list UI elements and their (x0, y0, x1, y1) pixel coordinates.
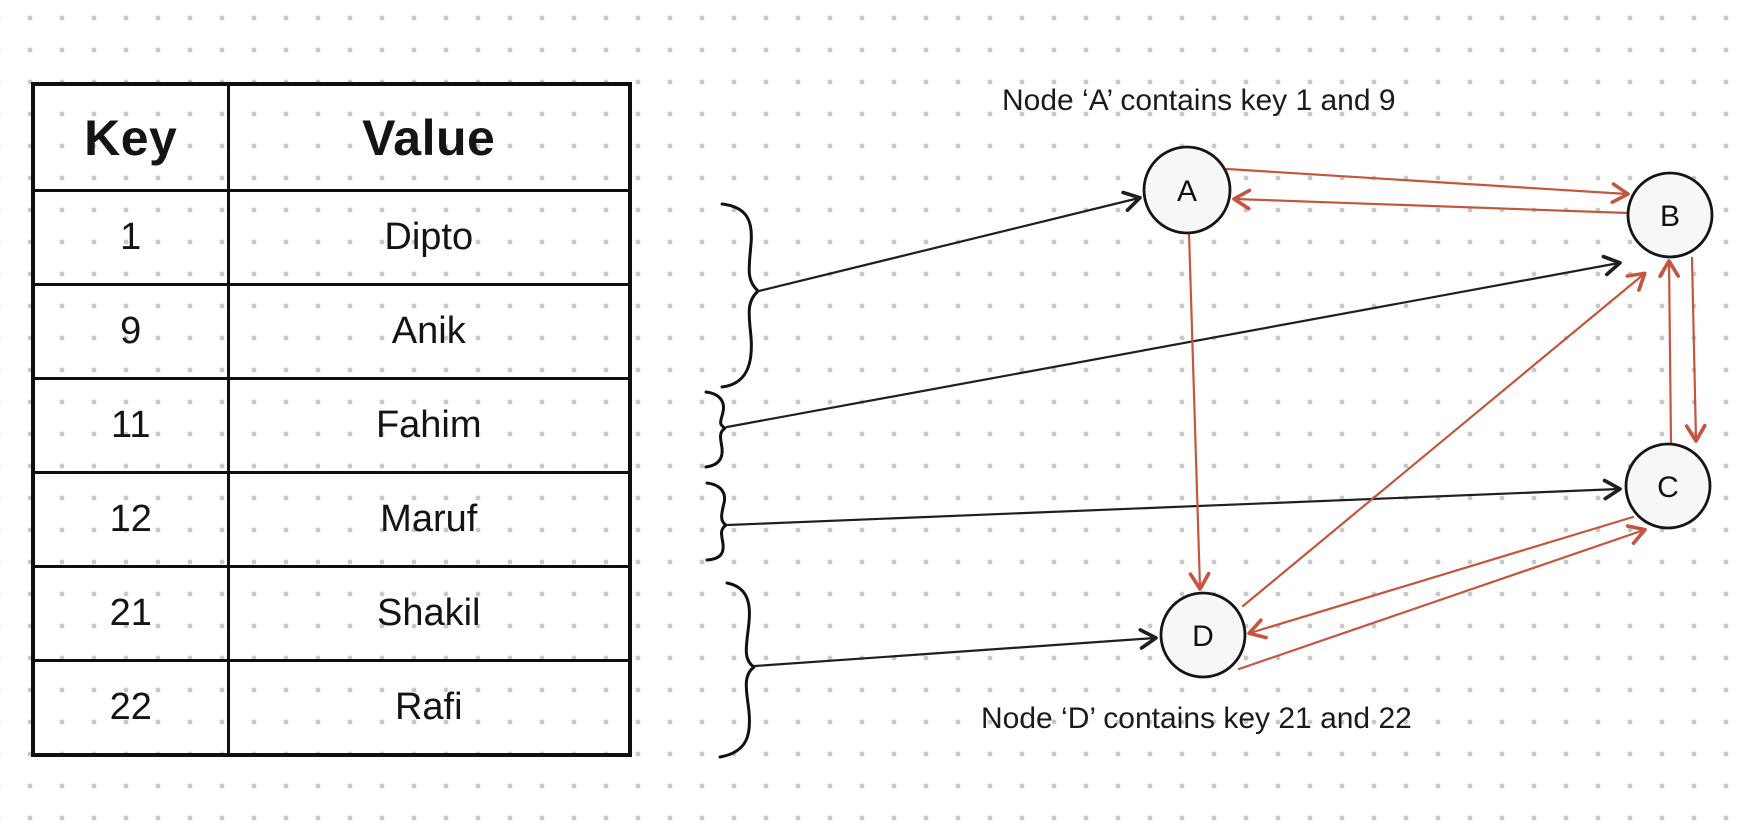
brace-keys-21-22 (718, 581, 756, 759)
node-a-circle (1142, 145, 1232, 235)
table-row: 11 Fahim (31, 377, 632, 474)
key-cell: 22 (31, 659, 230, 757)
node-d-label: D (1192, 620, 1214, 653)
key-value-table: Key Value 1 Dipto 9 Anik 11 Fahim 12 Mar… (31, 82, 632, 757)
node-c: C (1624, 442, 1712, 530)
table-row: 9 Anik (31, 283, 632, 380)
annotation-node-d: Node ‘D’ contains key 21 and 22 (981, 702, 1412, 735)
arrow-key-11-to-node-b (725, 254, 1622, 429)
key-cell: 1 (31, 189, 230, 286)
edge-a-to-b (1225, 167, 1630, 204)
key-cell: 11 (31, 377, 230, 474)
brace-key-12 (705, 481, 728, 562)
value-cell: Shakil (226, 565, 632, 662)
key-cell: 21 (31, 565, 230, 662)
table-row: 12 Maruf (31, 471, 632, 568)
arrow-keys-21-22-to-node-d (753, 628, 1158, 668)
annotation-node-a: Node ‘A’ contains key 1 and 9 (1002, 84, 1396, 117)
node-c-label: C (1657, 471, 1679, 504)
value-cell: Rafi (226, 659, 632, 757)
node-b-circle (1626, 171, 1714, 259)
brace-keys-1-9 (720, 202, 760, 389)
key-cell: 12 (31, 471, 230, 568)
node-d-circle (1159, 591, 1247, 679)
arrow-keys-1-9-to-node-a (757, 190, 1142, 293)
table-header-value: Value (226, 82, 632, 192)
arrow-key-12-to-node-c (726, 478, 1622, 527)
node-a: A (1142, 145, 1232, 235)
node-d: D (1159, 591, 1247, 679)
edge-c-to-b (1658, 259, 1681, 445)
node-b: B (1626, 171, 1714, 259)
brace-key-11 (704, 390, 727, 469)
value-cell: Maruf (226, 471, 632, 568)
table-header-key: Key (31, 82, 230, 192)
node-b-label: B (1660, 200, 1680, 233)
edge-b-to-a (1232, 188, 1630, 215)
table-header-row: Key Value (31, 82, 632, 192)
table-row: 1 Dipto (31, 189, 632, 286)
edge-c-to-d (1247, 515, 1635, 640)
table-row: 21 Shakil (31, 565, 632, 662)
node-c-circle (1624, 442, 1712, 530)
edge-d-to-c (1237, 524, 1647, 671)
value-cell: Anik (226, 283, 632, 380)
value-cell: Dipto (226, 189, 632, 286)
key-cell: 9 (31, 283, 230, 380)
node-a-label: A (1177, 175, 1197, 208)
edge-b-to-c (1684, 256, 1707, 443)
table-row: 22 Rafi (31, 659, 632, 757)
edge-d-to-b (1241, 271, 1647, 608)
edge-a-to-d (1187, 231, 1211, 591)
value-cell: Fahim (226, 377, 632, 474)
